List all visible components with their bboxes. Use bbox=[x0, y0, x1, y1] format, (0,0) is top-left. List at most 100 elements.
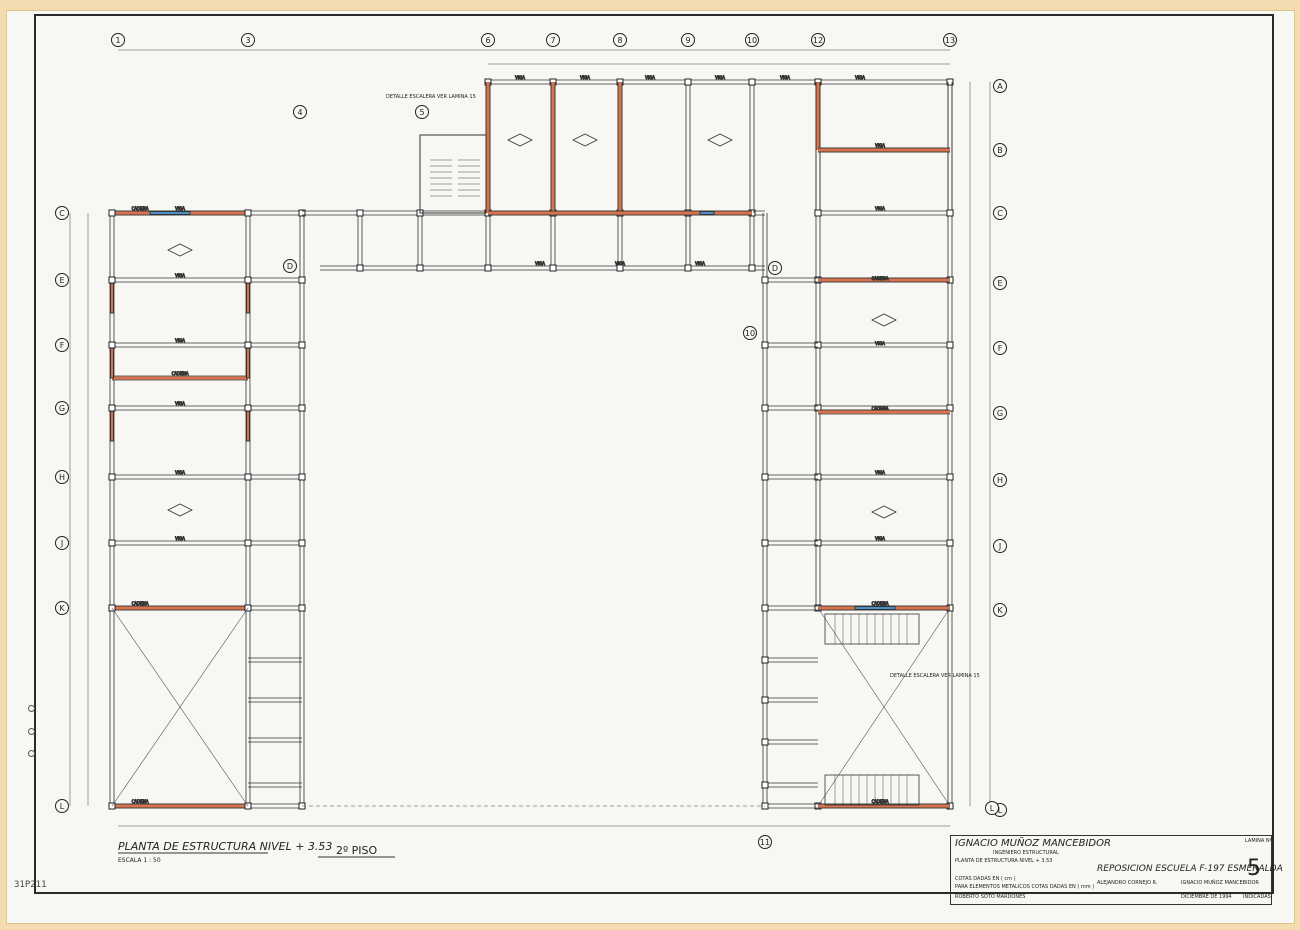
column bbox=[298, 539, 306, 547]
axis-bubble bbox=[768, 261, 782, 275]
axis-label: G bbox=[59, 404, 65, 413]
cadena-beam bbox=[818, 278, 950, 282]
axis-label: 6 bbox=[485, 36, 490, 45]
beam-label: VIGA bbox=[515, 75, 525, 80]
sheet-stamp: 31P211 bbox=[14, 880, 47, 890]
binding-hole bbox=[28, 750, 35, 757]
axis-label: 5 bbox=[419, 108, 424, 117]
beam-label: VIGA bbox=[875, 536, 885, 541]
column bbox=[244, 209, 252, 217]
axis-bubble bbox=[55, 206, 69, 220]
date: DICIEMBRE DE 1994 bbox=[1181, 894, 1232, 900]
column bbox=[761, 696, 769, 704]
beam-label: CADENA bbox=[132, 799, 149, 804]
axis-bubble bbox=[993, 206, 1007, 220]
cadena-beam bbox=[110, 407, 114, 442]
axis-bubble bbox=[613, 33, 627, 47]
column bbox=[356, 264, 364, 272]
drawing-name: PLANTA DE ESTRUCTURA NIVEL + 3.53 bbox=[955, 858, 1053, 864]
beam-label: VIGA bbox=[615, 261, 625, 266]
cadena-beam bbox=[112, 606, 248, 610]
column bbox=[761, 473, 769, 481]
axis-label: D bbox=[287, 262, 293, 271]
steel-beam bbox=[699, 211, 715, 215]
axis-bubble bbox=[993, 79, 1007, 93]
drawing-sheet bbox=[6, 10, 1295, 924]
axis-label: 9 bbox=[685, 36, 690, 45]
column bbox=[761, 738, 769, 746]
beam-label: VIGA bbox=[645, 75, 655, 80]
cadena-beam bbox=[246, 344, 250, 379]
column bbox=[484, 264, 492, 272]
plan-title: PLANTA DE ESTRUCTURA NIVEL + 3.53 bbox=[118, 840, 332, 853]
column bbox=[416, 264, 424, 272]
axis-bubble bbox=[546, 33, 560, 47]
column bbox=[814, 209, 822, 217]
axis-label: 13 bbox=[945, 36, 955, 45]
column bbox=[244, 404, 252, 412]
cadena-beam bbox=[110, 279, 114, 314]
column bbox=[761, 276, 769, 284]
axis-label: 12 bbox=[813, 36, 823, 45]
stair-core bbox=[419, 134, 487, 214]
axis-label: D bbox=[772, 264, 778, 273]
axis-bubble bbox=[985, 801, 999, 815]
beam-label: VIGA bbox=[175, 470, 185, 475]
axis-bubble bbox=[55, 799, 69, 813]
plan-scale: ESCALA 1 : 50 bbox=[118, 857, 161, 864]
column bbox=[298, 473, 306, 481]
column bbox=[616, 264, 624, 272]
axis-bubble bbox=[993, 406, 1007, 420]
axis-label: A bbox=[997, 82, 1003, 91]
sheet-number: 5 bbox=[1247, 856, 1261, 881]
column bbox=[108, 341, 116, 349]
slab-marker bbox=[871, 505, 897, 519]
column bbox=[748, 264, 756, 272]
column bbox=[761, 341, 769, 349]
axis-label: B bbox=[997, 146, 1003, 155]
column bbox=[946, 341, 954, 349]
beam-label: VIGA bbox=[580, 75, 590, 80]
cadena-beam bbox=[486, 82, 490, 213]
axis-bubble bbox=[55, 536, 69, 550]
beam-label: VIGA bbox=[875, 341, 885, 346]
axis-label: J bbox=[60, 539, 63, 548]
column bbox=[356, 209, 364, 217]
scale-value: INDICADAS bbox=[1243, 894, 1271, 900]
cadena-beam bbox=[112, 376, 248, 380]
slab-marker bbox=[167, 243, 193, 257]
axis-label: 1 bbox=[115, 36, 120, 45]
column bbox=[684, 264, 692, 272]
column bbox=[748, 78, 756, 86]
plan-structure: VIGAVIGAVIGAVIGAVIGAVIGAVIGAVIGAVIGAVIGA… bbox=[69, 49, 991, 827]
column bbox=[946, 539, 954, 547]
beam-label: VIGA bbox=[175, 206, 185, 211]
axis-bubble bbox=[241, 33, 255, 47]
axis-label: C bbox=[59, 209, 65, 218]
cadena-beam bbox=[818, 410, 950, 414]
axis-label: K bbox=[59, 604, 65, 613]
axis-bubble bbox=[55, 470, 69, 484]
void-cross bbox=[111, 607, 249, 807]
axis-bubble bbox=[111, 33, 125, 47]
binding-hole bbox=[28, 728, 35, 735]
axis-label: H bbox=[59, 473, 65, 482]
slab-marker bbox=[707, 133, 733, 147]
cadena-beam bbox=[488, 211, 752, 215]
project-name: REPOSICION ESCUELA F-197 ESMERALDA bbox=[1097, 864, 1283, 874]
column bbox=[298, 604, 306, 612]
title-block: IGNACIO MUÑOZ MANCEBIDOR INGENIERO ESTRU… bbox=[950, 835, 1283, 905]
axis-label: 10 bbox=[747, 36, 757, 45]
column bbox=[946, 78, 954, 86]
column bbox=[108, 209, 116, 217]
stair-detail-note: DETALLE ESCALERA VER LAMINA 15 bbox=[890, 673, 980, 679]
column bbox=[761, 656, 769, 664]
axis-bubble bbox=[745, 33, 759, 47]
floor-label: 2º PISO bbox=[336, 844, 378, 857]
column bbox=[684, 78, 692, 86]
axis-bubble bbox=[758, 835, 772, 849]
column bbox=[108, 473, 116, 481]
beam-label: VIGA bbox=[175, 338, 185, 343]
